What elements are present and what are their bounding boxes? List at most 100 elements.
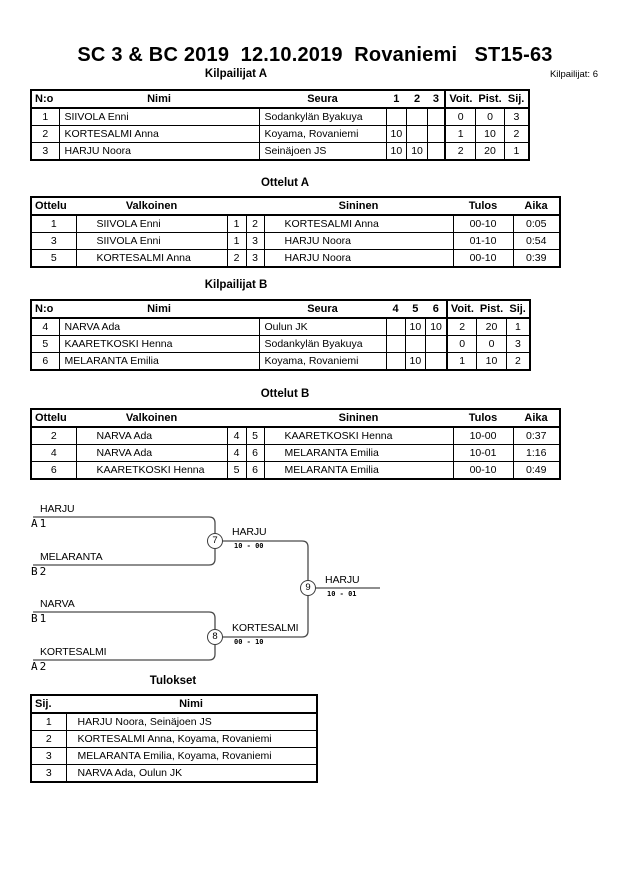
match-number-circle: 8 (207, 629, 223, 645)
table-cell (385, 317, 406, 336)
ottelut-b-table: Ottelu Valkoinen Sininen Tulos Aika 2 NA… (30, 408, 561, 480)
column-header: Pist. (476, 300, 507, 319)
column-header: 2 (406, 90, 428, 109)
table-cell: 6 (30, 352, 60, 371)
column-header: Ottelu (31, 409, 76, 428)
bracket-slot-name: NARVA (40, 598, 75, 610)
column-header: Sininen (264, 197, 453, 216)
table-cell (406, 107, 428, 126)
table-cell: HARJU Noora (263, 232, 454, 250)
table-cell: 1 (30, 107, 60, 126)
match-score: 10 - 01 (327, 590, 357, 598)
table-cell: 2 (30, 125, 60, 143)
table-cell: 10 (385, 125, 408, 143)
kilpailijat-a-table: N:o Nimi Seura 1 2 3 Voit. Pist. Sij. 1 … (30, 89, 530, 161)
column-header (246, 409, 264, 428)
table-cell: 1 (445, 352, 478, 371)
table-row: 4 NARVA Ada Oulun JK 10 10 2 20 1 (30, 317, 531, 336)
column-header: 5 (405, 300, 426, 319)
match-winner-name: HARJU (325, 574, 360, 586)
table-cell: 2 (30, 426, 77, 445)
table-cell: KAARETKOSKI Henna (58, 335, 260, 353)
column-header: Seura (259, 300, 386, 319)
table-cell: 4 (226, 426, 247, 445)
column-header: 4 (386, 300, 405, 319)
ottelut-a-table: Ottelu Valkoinen Sininen Tulos Aika 1 SI… (30, 196, 561, 268)
match-score: 00 - 10 (234, 638, 264, 646)
table-cell: Oulun JK (258, 317, 387, 336)
table-cell: 5 (30, 335, 60, 353)
column-header (246, 197, 264, 216)
match-number: 7 (212, 535, 218, 546)
column-header: Aika (513, 197, 560, 216)
table-cell: 1 (30, 214, 77, 233)
table-cell: 0:49 (512, 461, 561, 480)
table-cell: 10 (476, 352, 507, 371)
table-cell: Sodankylän Byakuya (258, 335, 387, 353)
column-header: Sij. (31, 695, 66, 714)
table-cell: MELARANTA Emilia (263, 461, 454, 480)
column-header: Tulos (453, 197, 513, 216)
table-cell: SIIVOLA Enni (75, 214, 228, 233)
table-cell: Koyama, Rovaniemi (258, 352, 387, 371)
table-cell: 4 (30, 317, 60, 336)
column-header: Sij. (504, 90, 529, 109)
column-header: Pist. (475, 90, 505, 109)
column-header (227, 197, 246, 216)
table-cell: 0 (445, 335, 478, 353)
table-cell: 0:05 (512, 214, 561, 233)
match-number: 8 (212, 631, 218, 642)
table-row: 6 MELARANTA Emilia Koyama, Rovaniemi 10 … (30, 352, 531, 371)
table-row: 3 MELARANTA Emilia, Koyama, Rovaniemi (30, 747, 318, 765)
table-row: 5 KAARETKOSKI Henna Sodankylän Byakuya 0… (30, 335, 531, 353)
table-row: 3 HARJU Noora Seinäjoen JS 10 10 2 20 1 (30, 142, 530, 161)
table-cell: 0 (476, 335, 507, 353)
table-cell: 10 (404, 317, 427, 336)
table-cell: 2 (504, 125, 530, 143)
section-title-tulokset: Tulokset (149, 675, 197, 687)
table-cell: 2 (445, 317, 478, 336)
column-header: Voit. (444, 90, 476, 109)
table-cell (406, 125, 428, 143)
match-number-circle: 7 (207, 533, 223, 549)
section-title-ottelut-b: Ottelut B (260, 388, 310, 400)
table-cell: 3 (30, 747, 67, 765)
table-cell: Seinäjoen JS (258, 142, 387, 161)
column-header: Sij. (506, 300, 531, 319)
table-cell: 2 (226, 249, 247, 268)
column-header: Seura (259, 90, 386, 109)
table-cell: 3 (30, 142, 60, 161)
bracket-seed-label: A2 (31, 660, 49, 673)
table-cell (426, 125, 446, 143)
table-cell: 2 (30, 730, 67, 748)
table-cell (425, 352, 448, 371)
table-cell (385, 352, 406, 371)
table-cell: 00-10 (452, 214, 514, 233)
table-cell: 6 (30, 461, 77, 480)
table-cell: 1 (30, 712, 67, 731)
header-row: N:o Nimi Seura 1 2 3 Voit. Pist. Sij. (31, 90, 529, 109)
table-cell: HARJU Noora (58, 142, 260, 161)
table-cell: KORTESALMI Anna (263, 214, 454, 233)
table-cell: Sodankylän Byakuya (258, 107, 387, 126)
table-cell: 10 (406, 142, 428, 161)
bracket-slot-name: KORTESALMI (40, 646, 107, 658)
column-header: 1 (386, 90, 407, 109)
table-cell: 0:37 (512, 426, 561, 445)
column-header: Voit. (445, 300, 477, 319)
table-cell: NARVA Ada, Oulun JK (65, 764, 318, 783)
column-header: 3 (427, 90, 446, 109)
table-cell: 00-10 (452, 461, 514, 480)
table-cell (426, 142, 446, 161)
table-row: 3 NARVA Ada, Oulun JK (30, 764, 318, 783)
table-cell: 1:16 (512, 444, 561, 462)
table-cell: 2 (245, 214, 265, 233)
table-cell: HARJU Noora (263, 249, 454, 268)
column-header: N:o (31, 90, 59, 109)
section-title-kilpailijat-b: Kilpailijat B (204, 279, 268, 291)
table-cell: 10-00 (452, 426, 514, 445)
table-cell: 0 (474, 107, 506, 126)
table-row: 1 SIIVOLA Enni Sodankylän Byakuya 0 0 3 (30, 107, 530, 126)
table-cell: 00-10 (452, 249, 514, 268)
match-score: 10 - 00 (234, 542, 264, 550)
